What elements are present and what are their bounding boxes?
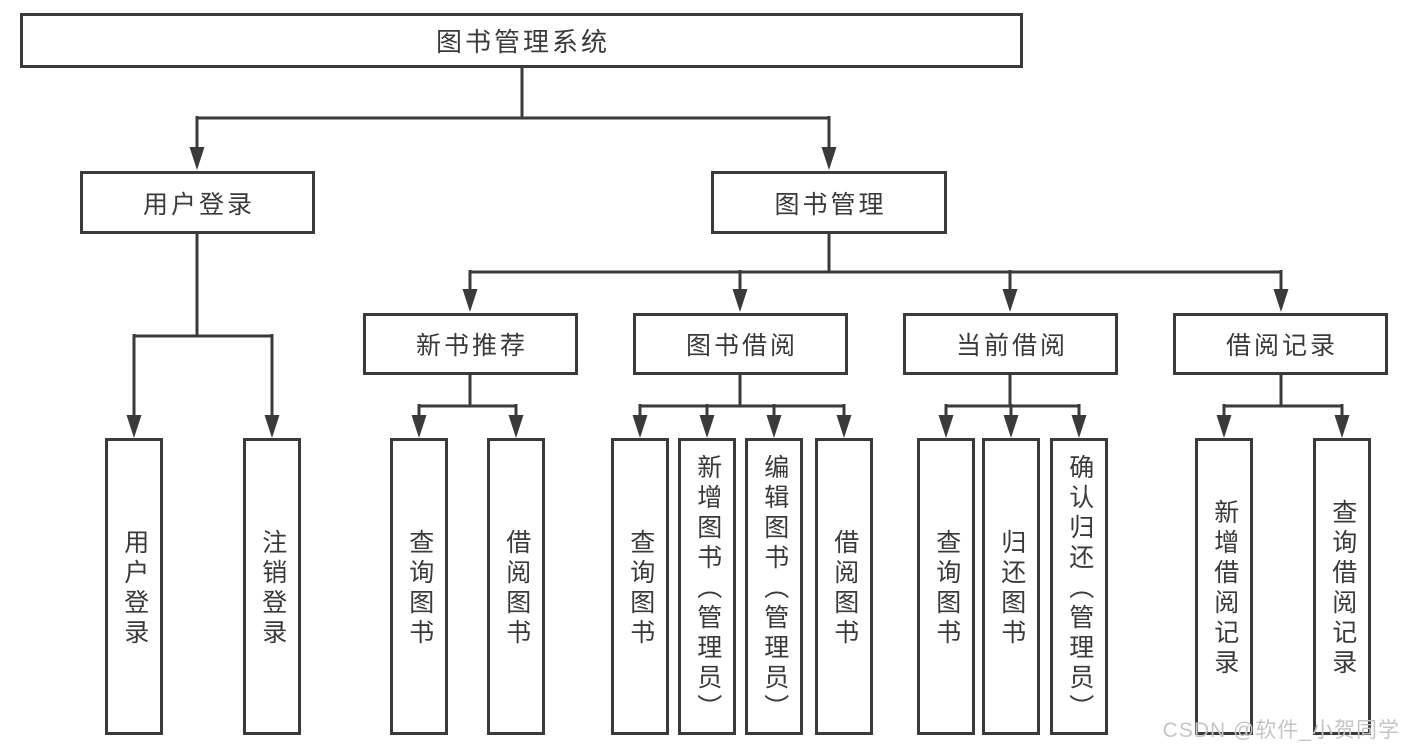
leaf-bb-query-books: 查询图书: [611, 438, 669, 735]
leaf-nbr-query-books: 查询图书: [390, 438, 448, 735]
leaf-br-add-borrow-record: 新增借阅记录: [1195, 438, 1253, 735]
node-current-borrow: 当前借阅: [903, 313, 1118, 375]
leaf-bb-edit-books-admin: 编辑图书（管理员）: [745, 438, 803, 735]
leaf-nbr-borrow-books: 借阅图书: [487, 438, 545, 735]
node-root: 图书管理系统: [20, 13, 1023, 68]
leaf-bb-borrow-books: 借阅图书: [815, 438, 873, 735]
leaf-br-query-borrow-record: 查询借阅记录: [1313, 438, 1371, 735]
leaf-cb-query-books: 查询图书: [917, 438, 975, 735]
leaf-user-login: 用户登录: [105, 438, 163, 735]
watermark: CSDN @软件_小贺同学: [1162, 719, 1400, 742]
node-user-login: 用户登录: [80, 171, 315, 234]
leaf-cb-return-books: 归还图书: [982, 438, 1040, 735]
connector-lines: [132, 66, 1344, 416]
node-new-book-recommend: 新书推荐: [363, 313, 578, 375]
leaf-cb-confirm-return-admin: 确认归还（管理员）: [1050, 438, 1108, 735]
node-borrow-records: 借阅记录: [1173, 313, 1388, 375]
leaf-bb-add-books-admin: 新增图书（管理员）: [678, 438, 736, 735]
arrowheads: [126, 147, 1350, 438]
leaf-logout: 注销登录: [243, 438, 301, 735]
node-book-borrow: 图书借阅: [633, 313, 848, 375]
node-book-management: 图书管理: [711, 171, 947, 234]
